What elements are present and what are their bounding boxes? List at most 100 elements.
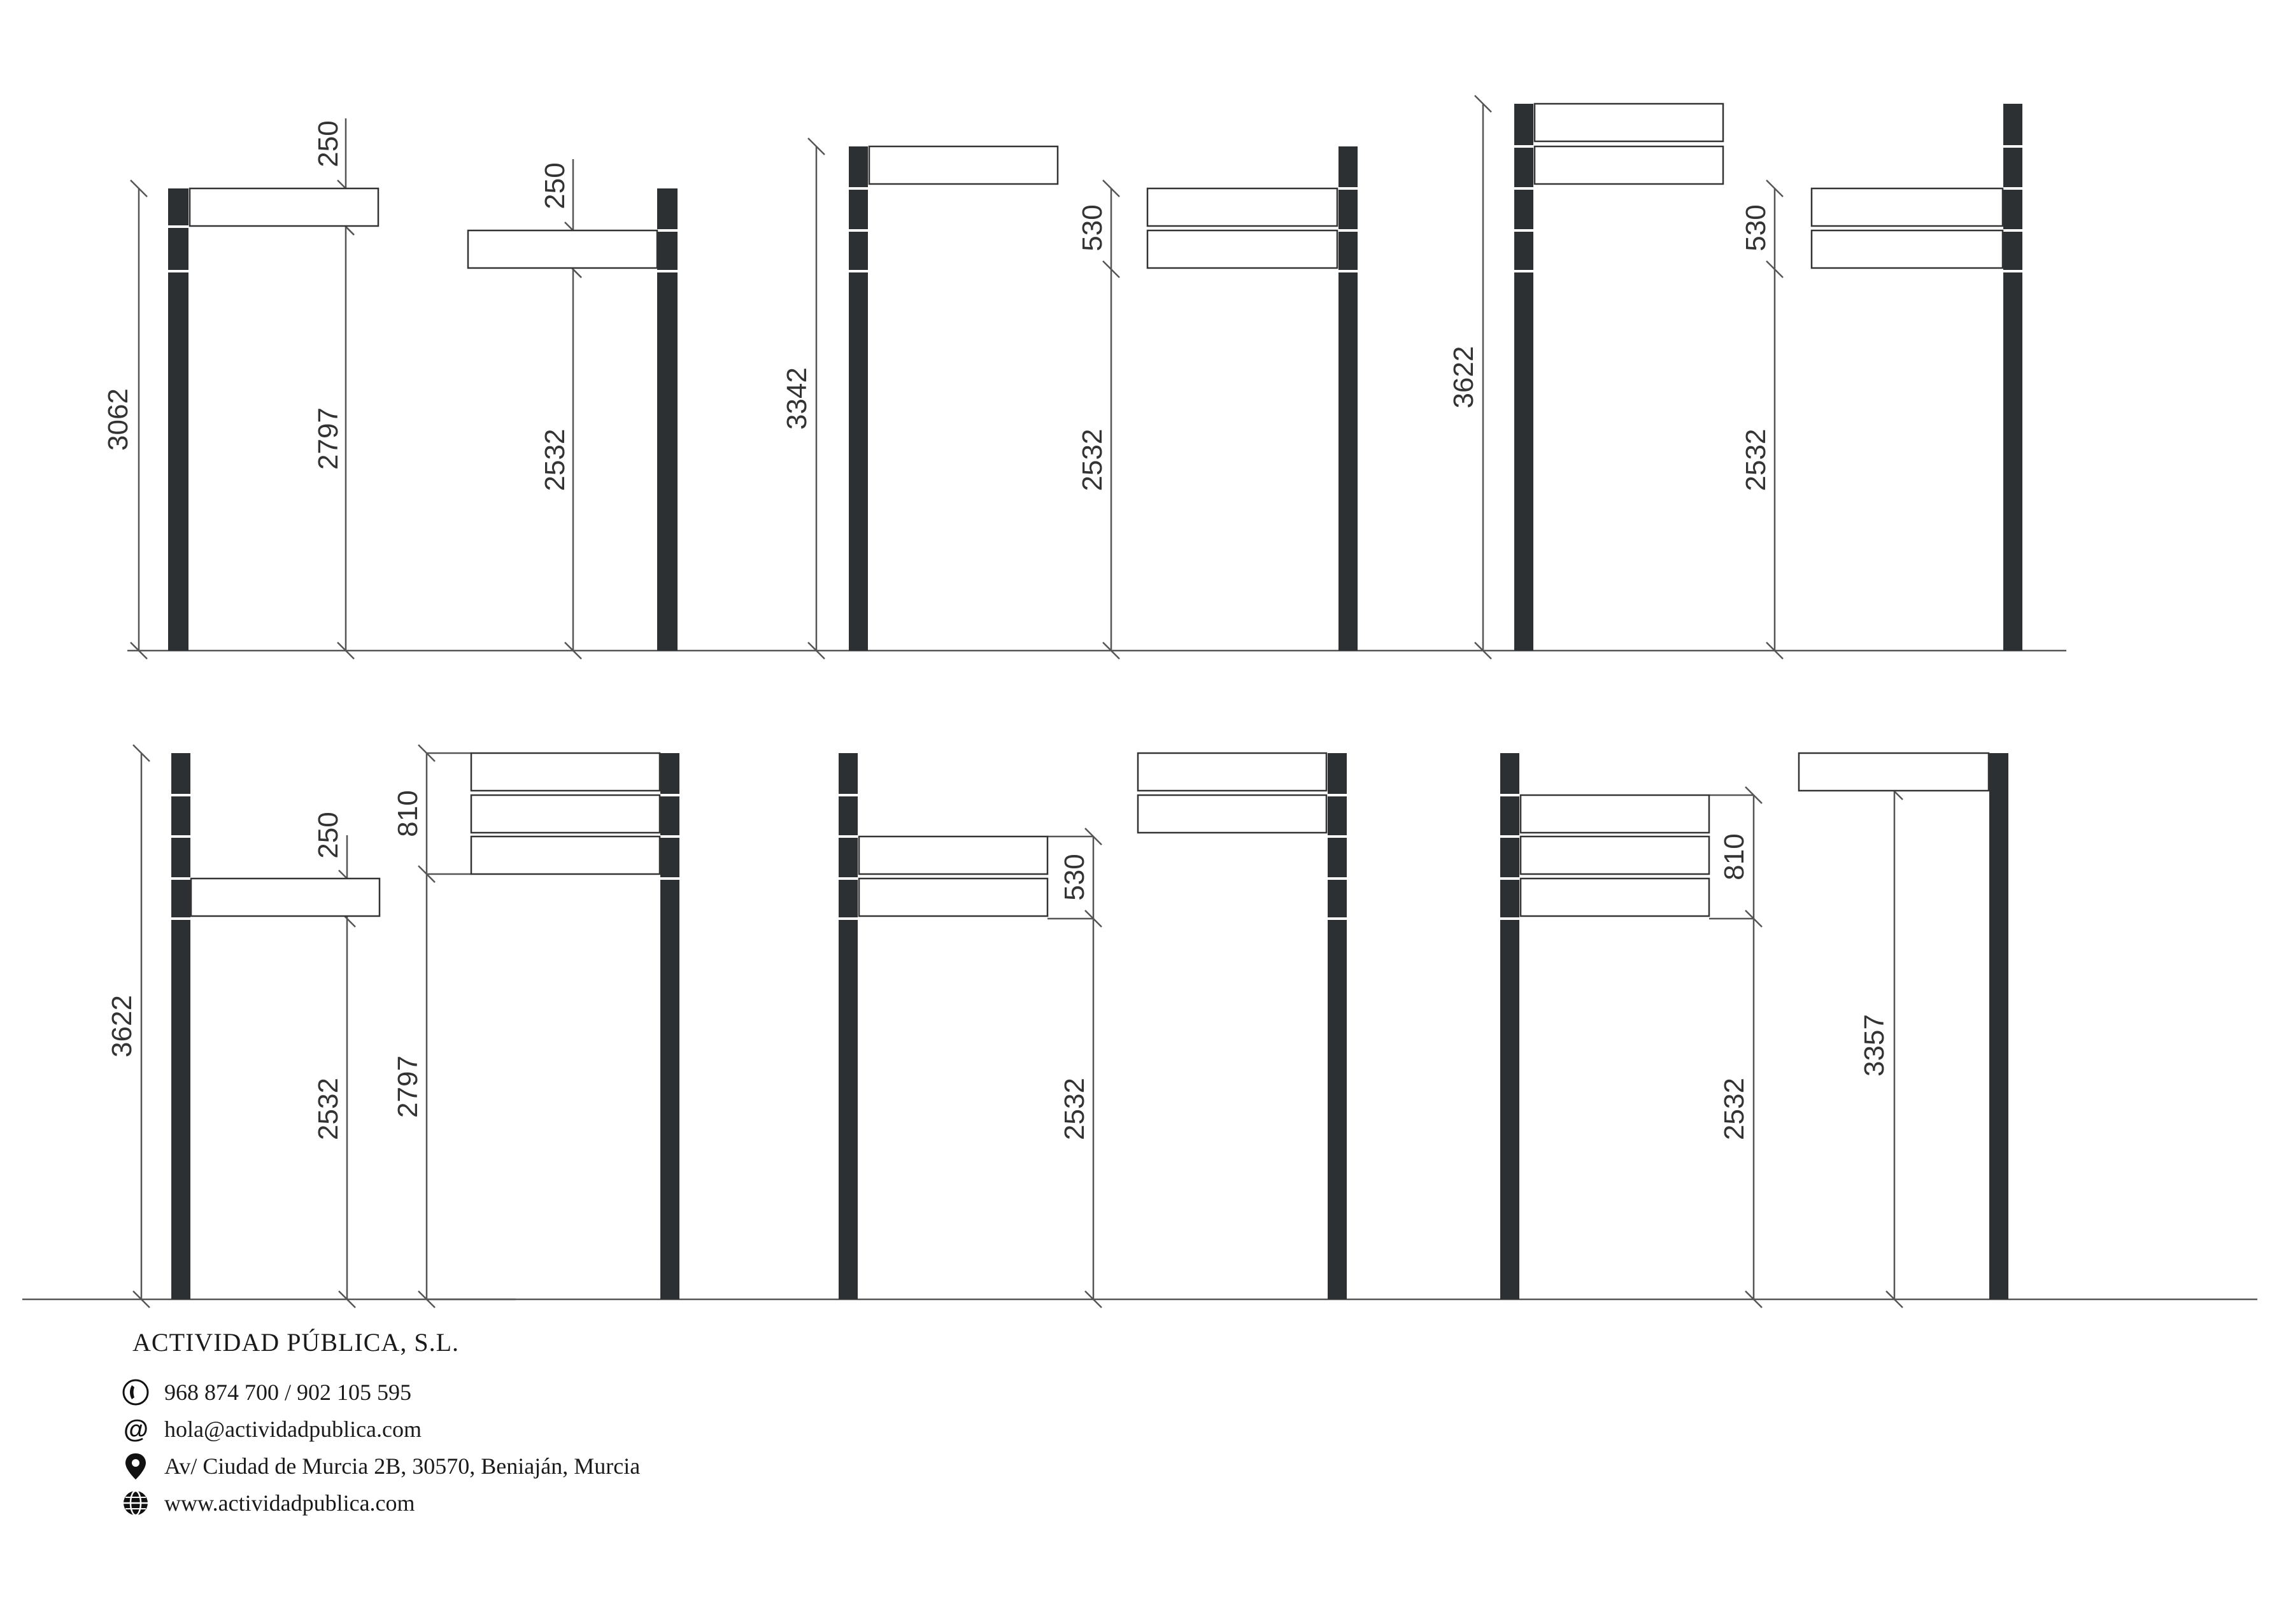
post-band xyxy=(1328,835,1347,838)
location-pin-icon xyxy=(121,1451,150,1481)
dimension-tick xyxy=(807,138,825,155)
contact-phone: 968 874 700 / 902 105 595 xyxy=(121,1374,640,1411)
at-icon: @ xyxy=(121,1415,150,1444)
sign-post xyxy=(1338,146,1358,651)
address-text: Av/ Ciudad de Murcia 2B, 30570, Beniaján… xyxy=(164,1453,641,1479)
post-band xyxy=(171,835,190,838)
sign-post xyxy=(839,753,858,1299)
post-band xyxy=(1338,187,1358,190)
sign-panel xyxy=(1810,187,2004,227)
post-band xyxy=(1514,270,1533,272)
post-band xyxy=(171,877,190,880)
dimension-label: 3622 xyxy=(1448,346,1479,409)
post-band xyxy=(2003,270,2022,272)
dimension-label: 3342 xyxy=(781,367,813,430)
dimension-tick xyxy=(1745,1290,1763,1308)
sign-panel xyxy=(1146,229,1338,269)
post-band xyxy=(1514,187,1533,190)
post-band xyxy=(171,917,190,920)
sign-panel xyxy=(868,145,1059,185)
post-band xyxy=(1328,877,1347,880)
sign-post xyxy=(1989,753,2008,1299)
sign-post xyxy=(1328,753,1347,1299)
post-band xyxy=(839,794,858,796)
dimension-label: 530 xyxy=(1740,204,1771,251)
dimension-tick xyxy=(1102,642,1120,660)
sign-panel xyxy=(1137,752,1328,792)
post-band xyxy=(849,270,868,272)
website-text[interactable]: www.actividadpublica.com xyxy=(164,1490,415,1516)
contact-email: @ hola@actividadpublica.com xyxy=(121,1411,640,1448)
sign-panel xyxy=(470,752,661,792)
contact-address: Av/ Ciudad de Murcia 2B, 30570, Beniaján… xyxy=(121,1448,640,1485)
sign-panel xyxy=(1146,187,1338,227)
post-band xyxy=(657,229,678,232)
dimension-tick xyxy=(132,744,150,762)
sign-panel xyxy=(470,794,661,834)
post-band xyxy=(660,835,679,838)
dimension-label: 2797 xyxy=(392,1056,423,1118)
sign-post xyxy=(2003,104,2022,651)
sign-panel xyxy=(467,229,658,269)
dimension-label: 2797 xyxy=(313,407,344,470)
post-band xyxy=(168,270,188,272)
phone-icon xyxy=(121,1378,150,1407)
dimension-label: 250 xyxy=(539,162,571,209)
sign-panel xyxy=(1798,752,1990,792)
dimension-tick xyxy=(338,1290,356,1308)
dimension-label: 2532 xyxy=(539,429,571,491)
sign-panel xyxy=(1533,145,1724,185)
sign-post xyxy=(660,753,679,1299)
dimension-tick xyxy=(807,642,825,660)
post-band xyxy=(839,835,858,838)
contact-website: www.actividadpublica.com xyxy=(121,1485,640,1522)
email-text[interactable]: hola@actividadpublica.com xyxy=(164,1416,422,1442)
dimension-tick xyxy=(1766,180,1784,197)
dimension-label: 2532 xyxy=(1059,1078,1090,1140)
dimension-label: 3357 xyxy=(1859,1014,1890,1077)
sign-post xyxy=(1500,753,1519,1299)
sign-panel xyxy=(1533,102,1724,143)
post-band xyxy=(1338,229,1358,232)
sign-panel xyxy=(858,877,1049,917)
dimension-tick xyxy=(337,642,355,660)
dimension-label: 3622 xyxy=(106,995,138,1057)
dimension-tick xyxy=(564,642,582,660)
dimension-tick xyxy=(1474,95,1492,113)
sign-post xyxy=(168,188,188,651)
post-band xyxy=(1500,917,1519,920)
sign-post xyxy=(849,146,868,651)
post-band xyxy=(168,225,188,228)
post-band xyxy=(1328,794,1347,796)
dimension-label: 3062 xyxy=(103,388,134,451)
post-band xyxy=(839,877,858,880)
dimension-label: 530 xyxy=(1059,854,1090,900)
sign-post xyxy=(657,188,678,651)
dimension-tick xyxy=(130,180,148,197)
dimension-label: 2532 xyxy=(1077,429,1108,491)
dimension-label: 2532 xyxy=(1719,1078,1750,1140)
post-band xyxy=(2003,187,2022,190)
post-band xyxy=(839,917,858,920)
post-band xyxy=(657,270,678,272)
post-band xyxy=(1514,145,1533,148)
post-band xyxy=(660,877,679,880)
dimension-tick xyxy=(1084,1290,1102,1308)
post-band xyxy=(1514,229,1533,232)
dimension-tick xyxy=(1885,1290,1903,1308)
company-footer: ACTIVIDAD PÚBLICA, S.L. 968 874 700 / 90… xyxy=(121,1327,640,1522)
dimension-label: 2532 xyxy=(313,1078,344,1140)
post-band xyxy=(1500,794,1519,796)
dimension-tick xyxy=(130,642,148,660)
sign-panel xyxy=(1519,835,1710,875)
post-band xyxy=(1500,877,1519,880)
sign-panel xyxy=(858,835,1049,875)
dimension-label: 530 xyxy=(1077,204,1108,251)
sign-panel xyxy=(1519,794,1710,834)
phone-text: 968 874 700 / 902 105 595 xyxy=(164,1380,412,1405)
dimension-label: 810 xyxy=(392,790,423,837)
dimension-tick xyxy=(1102,180,1120,197)
sign-panel xyxy=(470,835,661,875)
post-band xyxy=(171,794,190,796)
